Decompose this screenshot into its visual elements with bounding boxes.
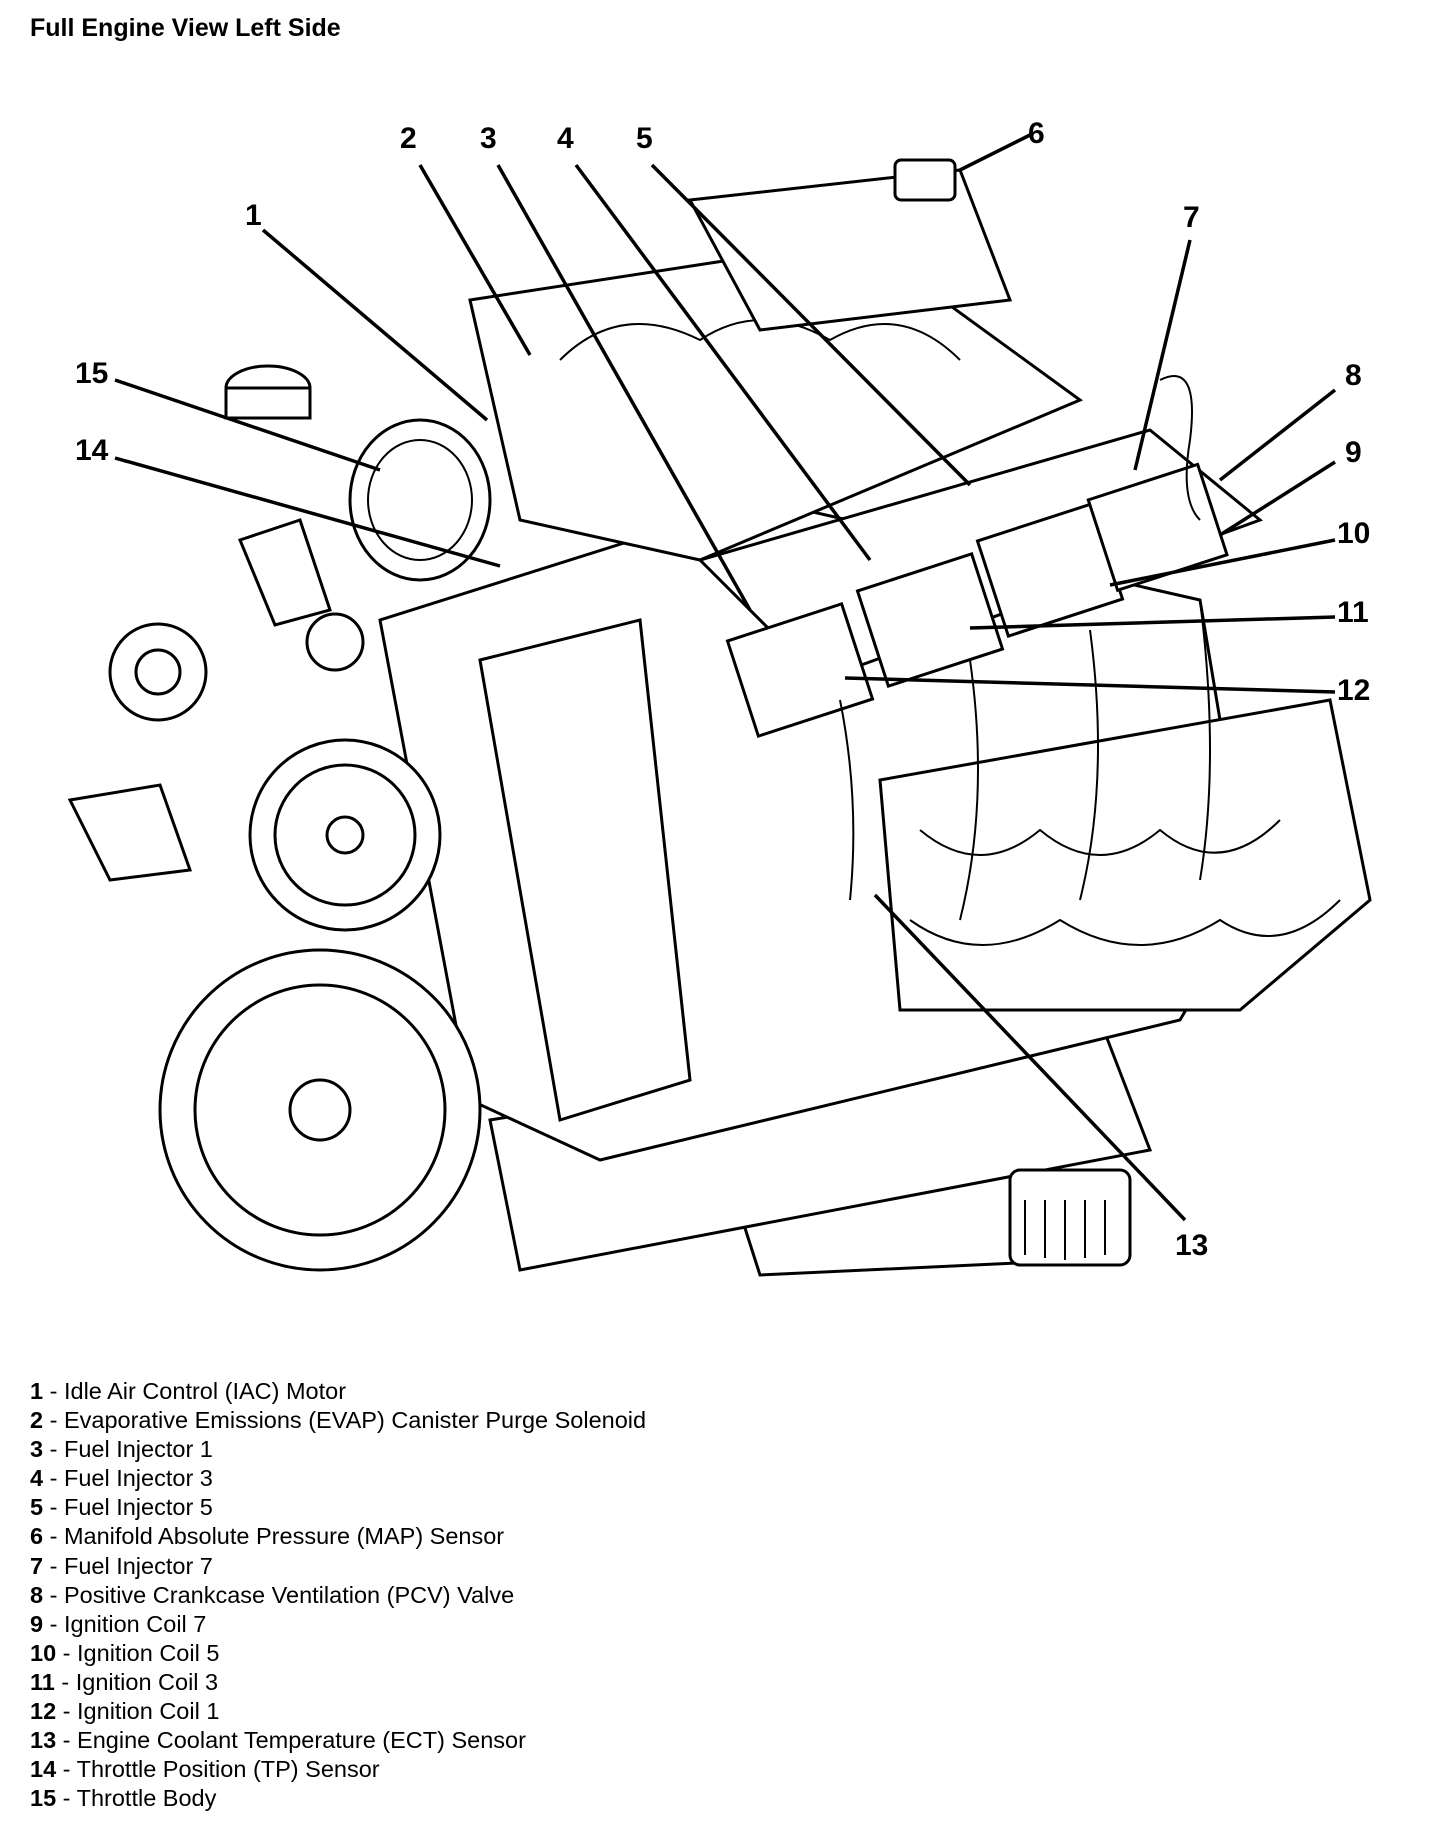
legend-text: Throttle Position (TP) Sensor bbox=[76, 1756, 380, 1783]
legend-item: 5 - Fuel Injector 5 bbox=[30, 1494, 213, 1521]
legend-text: Manifold Absolute Pressure (MAP) Sensor bbox=[63, 1523, 505, 1550]
legend-item: 1 - Idle Air Control (IAC) Motor bbox=[30, 1378, 347, 1404]
callout-1: 1 bbox=[245, 199, 262, 232]
legend-number: 15 bbox=[30, 1785, 57, 1812]
callout-2: 2 bbox=[400, 122, 417, 155]
legend-text: Fuel Injector 3 bbox=[63, 1465, 213, 1492]
callout-6: 6 bbox=[1028, 117, 1045, 150]
page-title: Full Engine View Left Side bbox=[30, 14, 341, 42]
legend-item: 12 - Ignition Coil 1 bbox=[30, 1698, 220, 1725]
callout-5: 5 bbox=[636, 122, 653, 155]
legend-number: 4 bbox=[30, 1465, 44, 1492]
legend-text: Ignition Coil 3 bbox=[75, 1668, 219, 1695]
legend-text: Ignition Coil 5 bbox=[77, 1639, 220, 1666]
callout-13: 13 bbox=[1175, 1229, 1208, 1262]
legend-item: 3 - Fuel Injector 1 bbox=[30, 1436, 213, 1463]
legend-text: Engine Coolant Temperature (ECT) Sensor bbox=[77, 1727, 526, 1754]
legend-number: 1 bbox=[30, 1378, 44, 1404]
legend-item: 13 - Engine Coolant Temperature (ECT) Se… bbox=[30, 1727, 526, 1754]
callout-11: 11 bbox=[1337, 596, 1369, 629]
legend-item: 2 - Evaporative Emissions (EVAP) Caniste… bbox=[30, 1407, 647, 1434]
callout-9: 9 bbox=[1345, 436, 1362, 469]
callout-4: 4 bbox=[557, 122, 574, 155]
legend-number: 7 bbox=[30, 1552, 44, 1579]
callout-12: 12 bbox=[1337, 674, 1370, 707]
legend-item: 7 - Fuel Injector 7 bbox=[30, 1552, 213, 1579]
legend-text: Positive Crankcase Ventilation (PCV) Val… bbox=[63, 1581, 515, 1608]
ignition-coils bbox=[725, 462, 1229, 738]
legend-item: 14 - Throttle Position (TP) Sensor bbox=[30, 1756, 380, 1783]
callout-10: 10 bbox=[1337, 517, 1370, 550]
legend-text: Evaporative Emissions (EVAP) Canister Pu… bbox=[63, 1407, 647, 1434]
legend-number: 5 bbox=[30, 1494, 44, 1521]
leader-lines bbox=[114, 133, 1337, 1222]
legend-item: 6 - Manifold Absolute Pressure (MAP) Sen… bbox=[30, 1523, 505, 1550]
legend-text: Fuel Injector 5 bbox=[63, 1494, 213, 1521]
legend-text: Ignition Coil 1 bbox=[77, 1698, 220, 1725]
legend-number: 12 bbox=[30, 1698, 57, 1725]
legend-text: Idle Air Control (IAC) Motor bbox=[63, 1378, 347, 1404]
engine-diagram: 1 2 3 4 5 6 7 8 9 10 11 12 13 14 15 bbox=[67, 117, 1372, 1277]
callout-3: 3 bbox=[480, 122, 497, 155]
legend-item: 15 - Throttle Body bbox=[30, 1785, 217, 1812]
legend-number: 10 bbox=[30, 1639, 57, 1666]
legend-number: 6 bbox=[30, 1523, 44, 1550]
legend-text: Throttle Body bbox=[76, 1785, 217, 1812]
legend-number: 3 bbox=[30, 1436, 44, 1463]
engine-illustration bbox=[67, 158, 1372, 1277]
legend-item: 9 - Ignition Coil 7 bbox=[30, 1610, 207, 1637]
legend-item: 11 - Ignition Coil 3 bbox=[30, 1668, 219, 1695]
legend-item: 4 - Fuel Injector 3 bbox=[30, 1465, 213, 1492]
legend-text: Fuel Injector 7 bbox=[63, 1552, 213, 1579]
legend-item: 10 - Ignition Coil 5 bbox=[30, 1639, 220, 1666]
callout-14: 14 bbox=[75, 434, 109, 467]
legend-number: 9 bbox=[30, 1610, 44, 1637]
legend-number: 11 bbox=[30, 1668, 55, 1695]
legend-text: Ignition Coil 7 bbox=[63, 1610, 207, 1637]
callout-7: 7 bbox=[1183, 201, 1200, 234]
legend-number: 13 bbox=[30, 1727, 57, 1754]
legend-number: 8 bbox=[30, 1581, 44, 1608]
callout-8: 8 bbox=[1345, 359, 1362, 392]
callout-numbers: 1 2 3 4 5 6 7 8 9 10 11 12 13 14 15 bbox=[75, 117, 1370, 1262]
legend-item: 8 - Positive Crankcase Ventilation (PCV)… bbox=[30, 1581, 515, 1608]
legend-number: 2 bbox=[30, 1407, 44, 1434]
parts-legend: 1 - Idle Air Control (IAC) Motor 2 - Eva… bbox=[30, 1377, 646, 1813]
legend-text: Fuel Injector 1 bbox=[63, 1436, 213, 1463]
legend-number: 14 bbox=[30, 1756, 57, 1783]
callout-15: 15 bbox=[75, 357, 108, 390]
